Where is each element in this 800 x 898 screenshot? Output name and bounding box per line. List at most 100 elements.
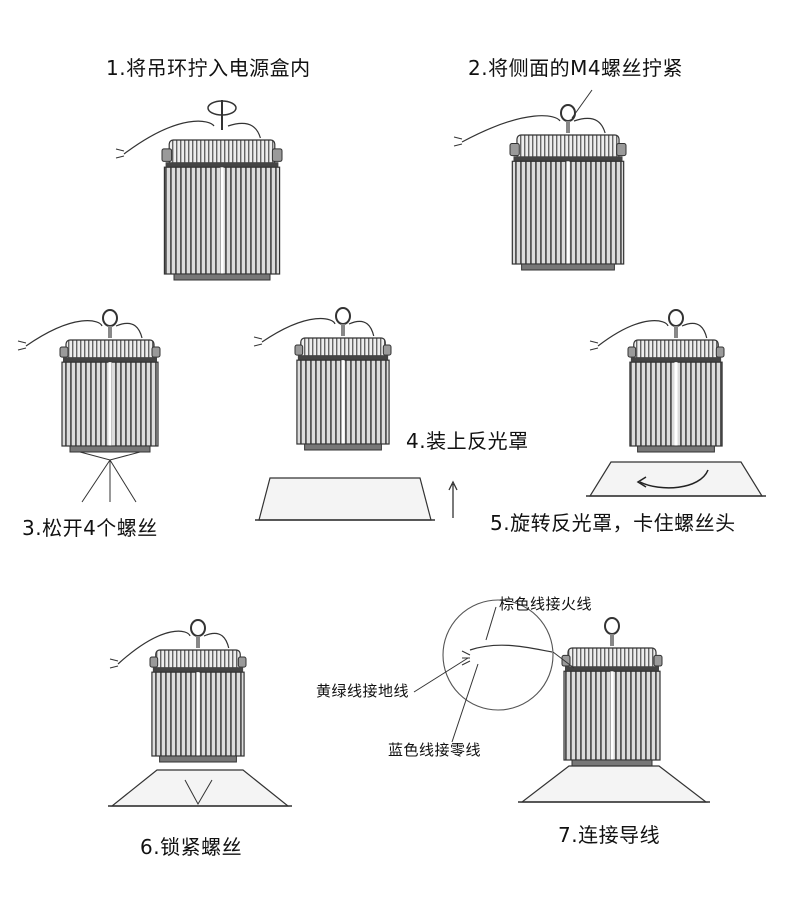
reflector-shade [588, 461, 764, 497]
bottom-ring [69, 445, 151, 453]
bottom-ring [159, 755, 237, 763]
right-clamp [653, 654, 663, 667]
eyebolt-shaft [610, 634, 614, 646]
eyebolt-icon [190, 619, 206, 637]
driver-box [65, 339, 155, 361]
lamp-step-7 [561, 617, 663, 767]
cap-band [165, 162, 279, 168]
eyebolt-shaft [341, 324, 345, 336]
cap-band [513, 156, 623, 162]
cable-end [253, 336, 263, 347]
right-clamp [616, 143, 627, 157]
step-6-label: 6.锁紧螺丝 [140, 835, 243, 859]
driver-box [633, 339, 719, 361]
cable-end [17, 340, 27, 351]
yellow-green-wire-label: 黄绿线接地线 [316, 682, 410, 700]
step-3-label: 3.松开4个螺丝 [22, 516, 158, 540]
right-clamp [151, 346, 161, 358]
eyebolt-shaft [674, 326, 678, 338]
right-clamp [271, 148, 283, 162]
right-clamp [237, 656, 247, 668]
eyebolt-shaft [108, 326, 112, 338]
inner-cable [203, 632, 230, 649]
eyebolt-icon [668, 309, 684, 327]
blue-wire-label: 蓝色线接零线 [388, 741, 482, 759]
lamp-step-2 [453, 104, 627, 271]
reflector-shade [520, 765, 708, 803]
right-clamp [715, 346, 725, 358]
cable-end [115, 148, 125, 159]
detail-wire-ends [461, 650, 471, 666]
eyebolt-icon [604, 617, 620, 635]
reflector-step-5 [586, 461, 766, 497]
cap-band [565, 666, 659, 672]
detail-connector-line [552, 651, 575, 669]
power-cable [123, 120, 215, 155]
bottom-ring [521, 263, 615, 271]
cap-band [152, 667, 244, 673]
left-clamp [509, 143, 520, 157]
cap-band [63, 357, 157, 363]
left-clamp [627, 346, 637, 358]
step-2-label: 2.将侧面的M4螺丝拧紧 [468, 56, 684, 80]
left-clamp [161, 148, 173, 162]
eyebolt-icon [335, 307, 351, 325]
bottom-ring [304, 443, 382, 451]
detail-cable [469, 644, 553, 653]
driver-box [567, 647, 657, 670]
yellow-green-wire-pointer [413, 657, 469, 693]
power-cable [25, 320, 103, 347]
right-clamp [382, 344, 392, 356]
eyebolt-icon [560, 104, 576, 122]
reflector-step-7 [518, 765, 710, 803]
eyebolt-icon [102, 309, 118, 327]
step-4-label: 4.装上反光罩 [406, 429, 529, 453]
driver-box [300, 337, 386, 359]
brown-wire-pointer [485, 606, 497, 641]
power-cable [597, 320, 669, 347]
wire-detail-magnifier [442, 599, 554, 711]
step-7-label: 7.连接导线 [558, 823, 661, 847]
driver-box [168, 139, 276, 166]
reflector-shade [258, 477, 432, 521]
reflector-step-6 [108, 769, 292, 807]
eyebolt-shaft [196, 636, 200, 648]
blue-wire-pointer [451, 663, 479, 743]
eyebolt-shaft [566, 121, 570, 133]
driver-box [516, 134, 620, 160]
power-cable [461, 115, 561, 143]
lamp-step-5 [589, 309, 725, 453]
lamp-step-1 [115, 120, 283, 281]
step-5-label: 5.旋转反光罩，卡住螺丝头 [490, 511, 736, 535]
screw-lock-pointers [184, 779, 213, 806]
bottom-ring [173, 273, 271, 281]
cable-end [589, 340, 599, 351]
power-cable [261, 317, 336, 343]
reflector-step-4 [255, 477, 435, 521]
step-1-label: 1.将吊环拧入电源盒内 [106, 56, 311, 80]
cap-band [630, 357, 722, 363]
inner-cable [573, 117, 606, 134]
inner-cable [115, 322, 143, 339]
driver-box [155, 649, 241, 671]
power-cable [117, 630, 191, 665]
inner-cable [348, 320, 375, 337]
brown-wire-label: 棕色线接火线 [499, 595, 593, 613]
lamp-step-4 [253, 307, 392, 451]
cap-band [297, 355, 389, 361]
bottom-ring [637, 445, 715, 453]
lamp-step-6 [109, 619, 247, 763]
bottom-ring [571, 759, 653, 767]
inner-cable [681, 322, 708, 339]
screwdriver-pointer [571, 89, 593, 119]
lamp-step-3 [17, 309, 161, 453]
rotate-arrowhead-icon [636, 476, 647, 488]
left-clamp [294, 344, 304, 356]
left-clamp [59, 346, 69, 358]
cable-end [453, 136, 463, 147]
rotate-arrow-icon [639, 469, 709, 489]
left-clamp [149, 656, 159, 668]
cable-end [109, 658, 119, 669]
up-arrow-icon [448, 480, 458, 518]
